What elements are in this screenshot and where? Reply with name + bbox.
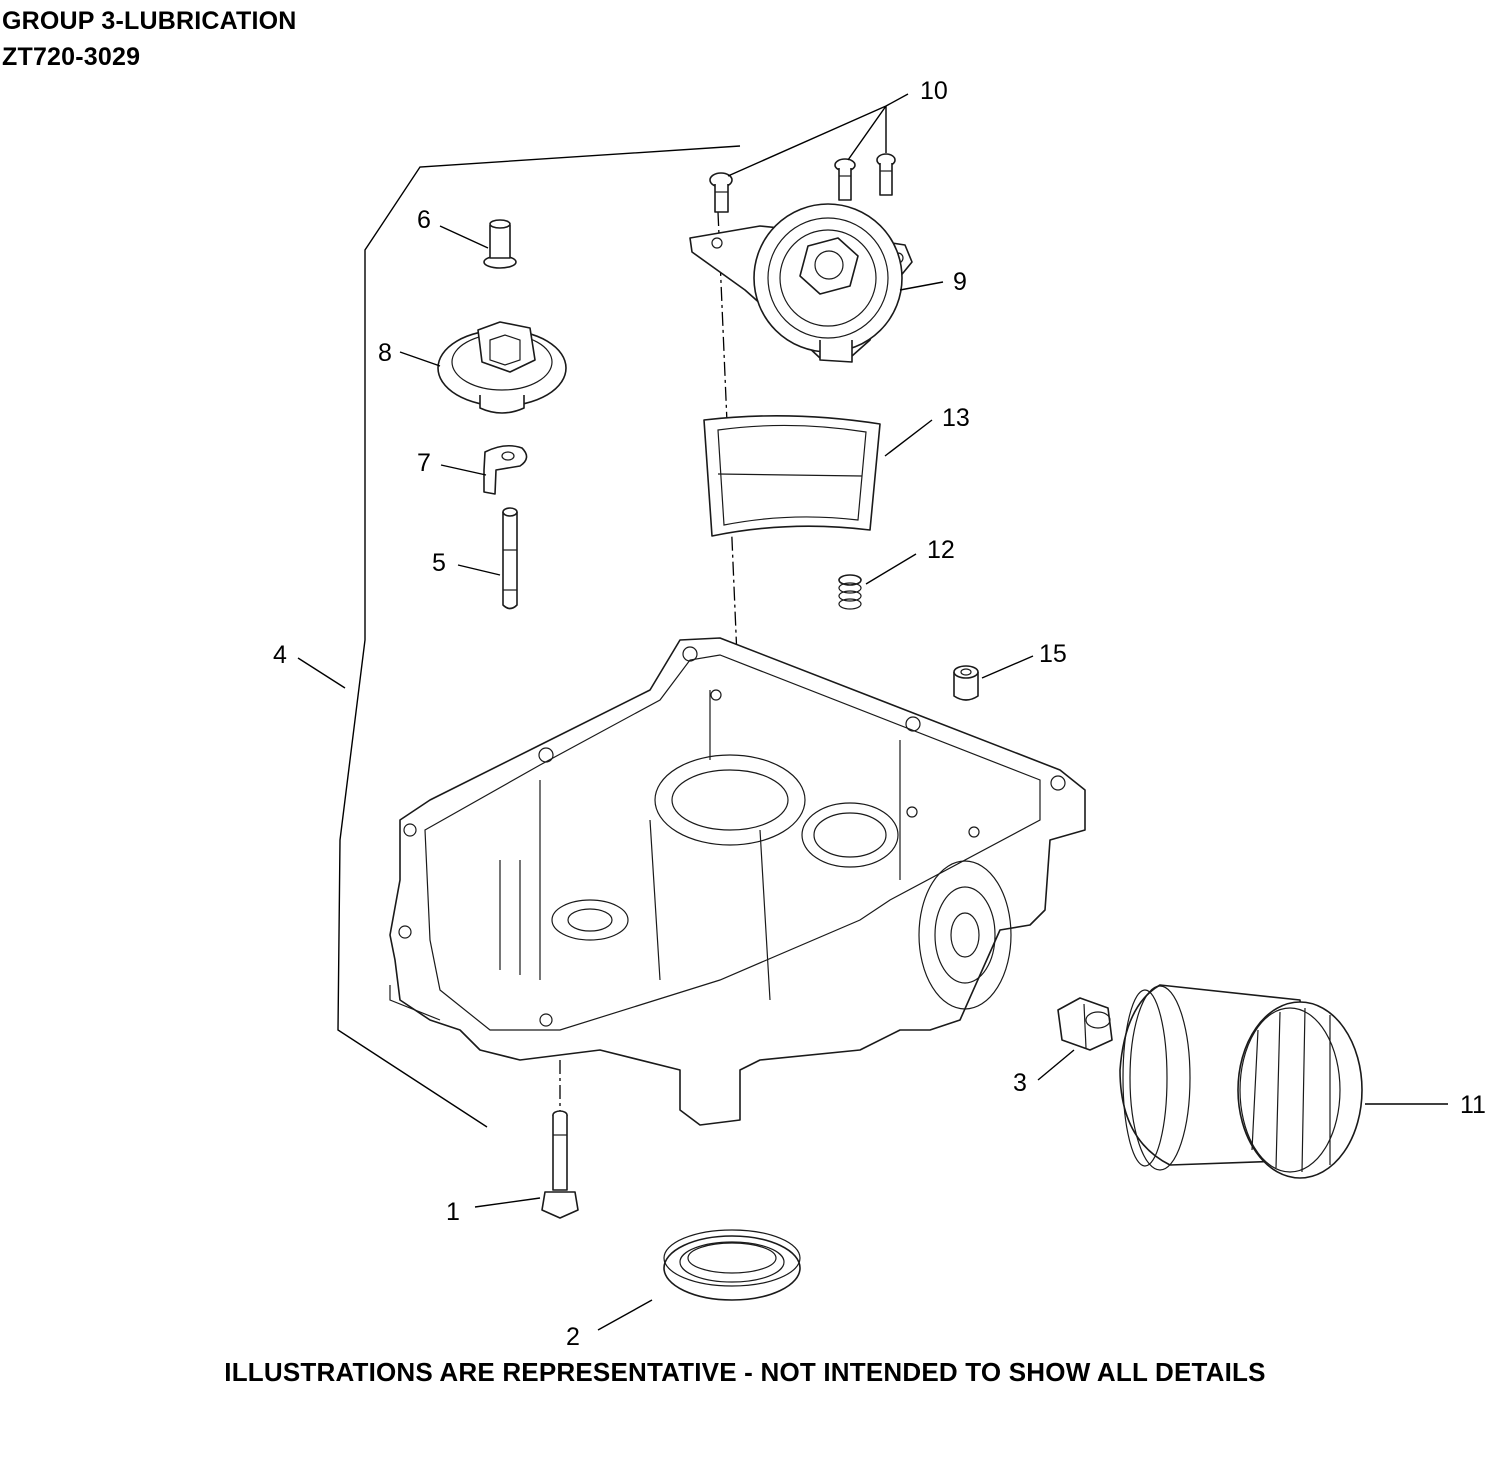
callout-11: 11: [1460, 1091, 1486, 1119]
callout-10: 10: [920, 77, 948, 105]
callout-6: 6: [417, 206, 431, 234]
callout-15: 15: [1039, 640, 1067, 668]
part-10-screws[interactable]: [709, 153, 896, 213]
part-3-adapter[interactable]: [1057, 997, 1113, 1051]
part-8-governor-gear[interactable]: [437, 321, 567, 414]
disclaimer-footer: ILLUSTRATIONS ARE REPRESENTATIVE - NOT I…: [224, 1357, 1266, 1387]
part-9-oil-pump-gear[interactable]: [689, 203, 913, 363]
part-13-screen[interactable]: [703, 415, 881, 537]
part-1-bolt[interactable]: [541, 1110, 579, 1219]
callout-4: 4: [273, 641, 287, 669]
part-5-shaft[interactable]: [502, 507, 518, 610]
callout-12: 12: [927, 536, 955, 564]
part-11-oil-filter[interactable]: [1119, 984, 1363, 1179]
model-number: ZT720-3029: [2, 43, 141, 71]
callout-13: 13: [942, 404, 970, 432]
part-7-bracket[interactable]: [483, 444, 528, 495]
callout-3: 3: [1013, 1069, 1027, 1097]
callout-2: 2: [566, 1323, 580, 1351]
part-4-oil-pan[interactable]: [389, 637, 1086, 1126]
assembly-bracket-line: [337, 145, 741, 1128]
callout-1: 1: [446, 1198, 460, 1226]
part-12-spring[interactable]: [838, 574, 862, 610]
part-15-bushing[interactable]: [953, 665, 979, 701]
diagram-title: GROUP 3-LUBRICATION: [2, 7, 297, 35]
callout-9: 9: [953, 268, 967, 296]
leader-lines: [297, 93, 1448, 1331]
part-6-pin[interactable]: [483, 219, 517, 269]
callout-8: 8: [378, 339, 392, 367]
part-2-oil-seal[interactable]: [663, 1229, 801, 1301]
callout-5: 5: [432, 549, 446, 577]
callout-7: 7: [417, 449, 431, 477]
